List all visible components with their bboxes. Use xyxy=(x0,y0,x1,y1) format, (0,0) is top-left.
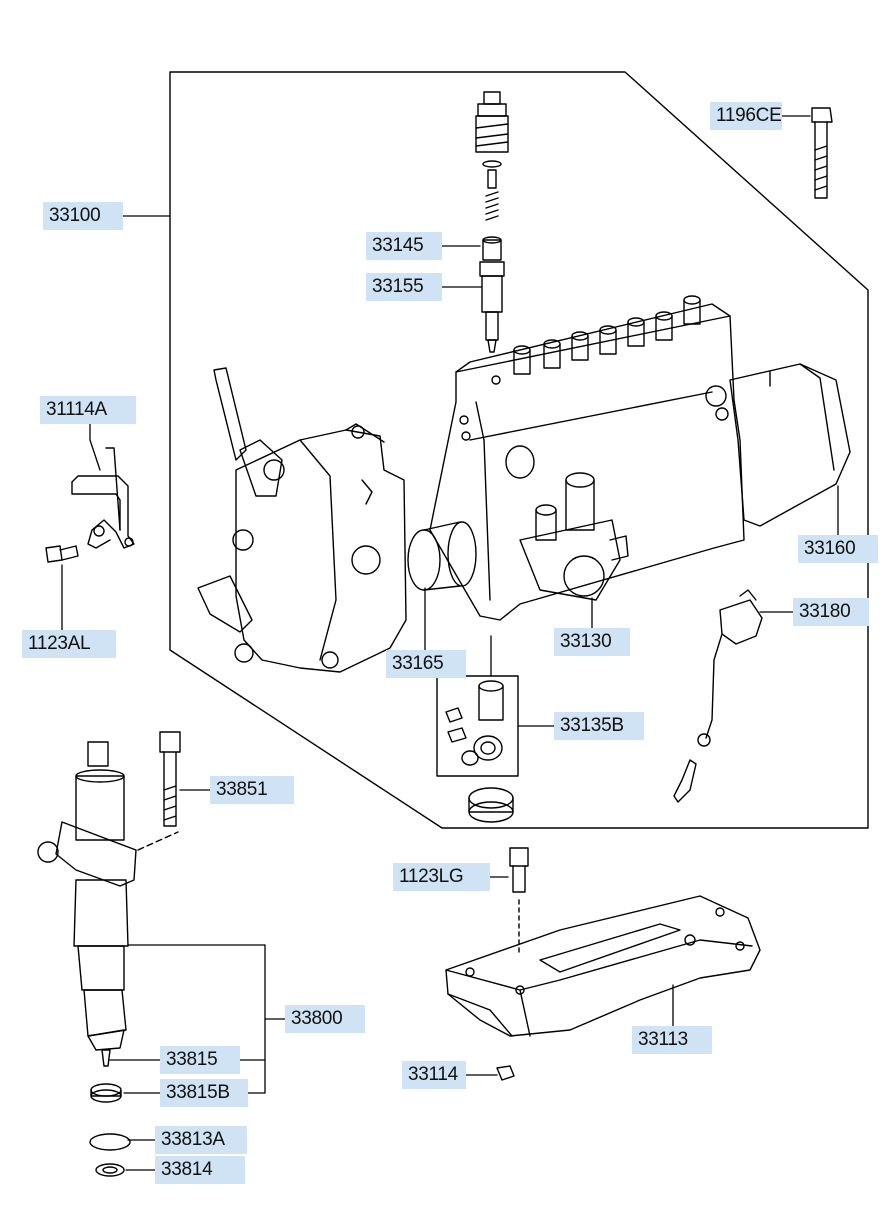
coupling-33165[interactable] xyxy=(407,521,477,591)
part-label-33814[interactable]: 33814 xyxy=(155,1156,245,1184)
bracket-31114a[interactable] xyxy=(71,447,135,549)
injector-33800[interactable] xyxy=(37,741,179,1067)
kit-33135b[interactable] xyxy=(436,675,519,823)
injection-pump-body[interactable] xyxy=(429,303,745,621)
lever-33180[interactable] xyxy=(673,589,763,803)
part-label-33815[interactable]: 33815 xyxy=(160,1046,240,1074)
part-label-33130[interactable]: 33130 xyxy=(554,628,630,656)
part-label-33851[interactable]: 33851 xyxy=(210,776,294,804)
leader-lines xyxy=(61,115,839,1171)
part-label-1196ce[interactable]: 1196CE xyxy=(710,102,782,130)
pump-fittings[interactable] xyxy=(505,445,629,601)
governor-housing[interactable] xyxy=(197,367,407,673)
part-label-31114a[interactable]: 31114A xyxy=(40,396,136,424)
nut-33114[interactable] xyxy=(496,1065,515,1081)
part-label-33135b[interactable]: 33135B xyxy=(554,712,644,740)
valve-holders[interactable] xyxy=(513,295,701,375)
bolt-1123lg[interactable] xyxy=(509,847,529,957)
washer-33815b[interactable] xyxy=(90,1083,122,1103)
bolt-1196ce[interactable] xyxy=(811,107,833,199)
part-label-1123lg[interactable]: 1123LG xyxy=(393,863,490,891)
part-label-33145[interactable]: 33145 xyxy=(366,232,442,260)
part-label-33155[interactable]: 33155 xyxy=(366,273,442,301)
part-label-33114[interactable]: 33114 xyxy=(402,1061,466,1089)
assembly-boundary xyxy=(169,71,869,829)
part-label-33815b[interactable]: 33815B xyxy=(160,1079,248,1107)
bracket-33113[interactable] xyxy=(445,895,761,1037)
part-label-33165[interactable]: 33165 xyxy=(386,650,466,678)
bolt-33851[interactable] xyxy=(159,731,181,827)
delivery-valve-stack[interactable] xyxy=(475,91,509,353)
part-label-33100[interactable]: 33100 xyxy=(43,202,123,230)
part-label-1123al[interactable]: 1123AL xyxy=(22,630,116,658)
ring-33814[interactable] xyxy=(95,1163,125,1177)
part-label-33160[interactable]: 33160 xyxy=(798,535,878,563)
part-label-33180[interactable]: 33180 xyxy=(793,598,869,626)
bolt-1123al[interactable] xyxy=(45,545,79,563)
part-label-33800[interactable]: 33800 xyxy=(285,1005,365,1033)
ring-33813a[interactable] xyxy=(89,1133,131,1151)
housing-33160[interactable] xyxy=(705,363,851,527)
part-label-33813a[interactable]: 33813A xyxy=(155,1126,247,1154)
part-label-33113[interactable]: 33113 xyxy=(632,1026,712,1054)
